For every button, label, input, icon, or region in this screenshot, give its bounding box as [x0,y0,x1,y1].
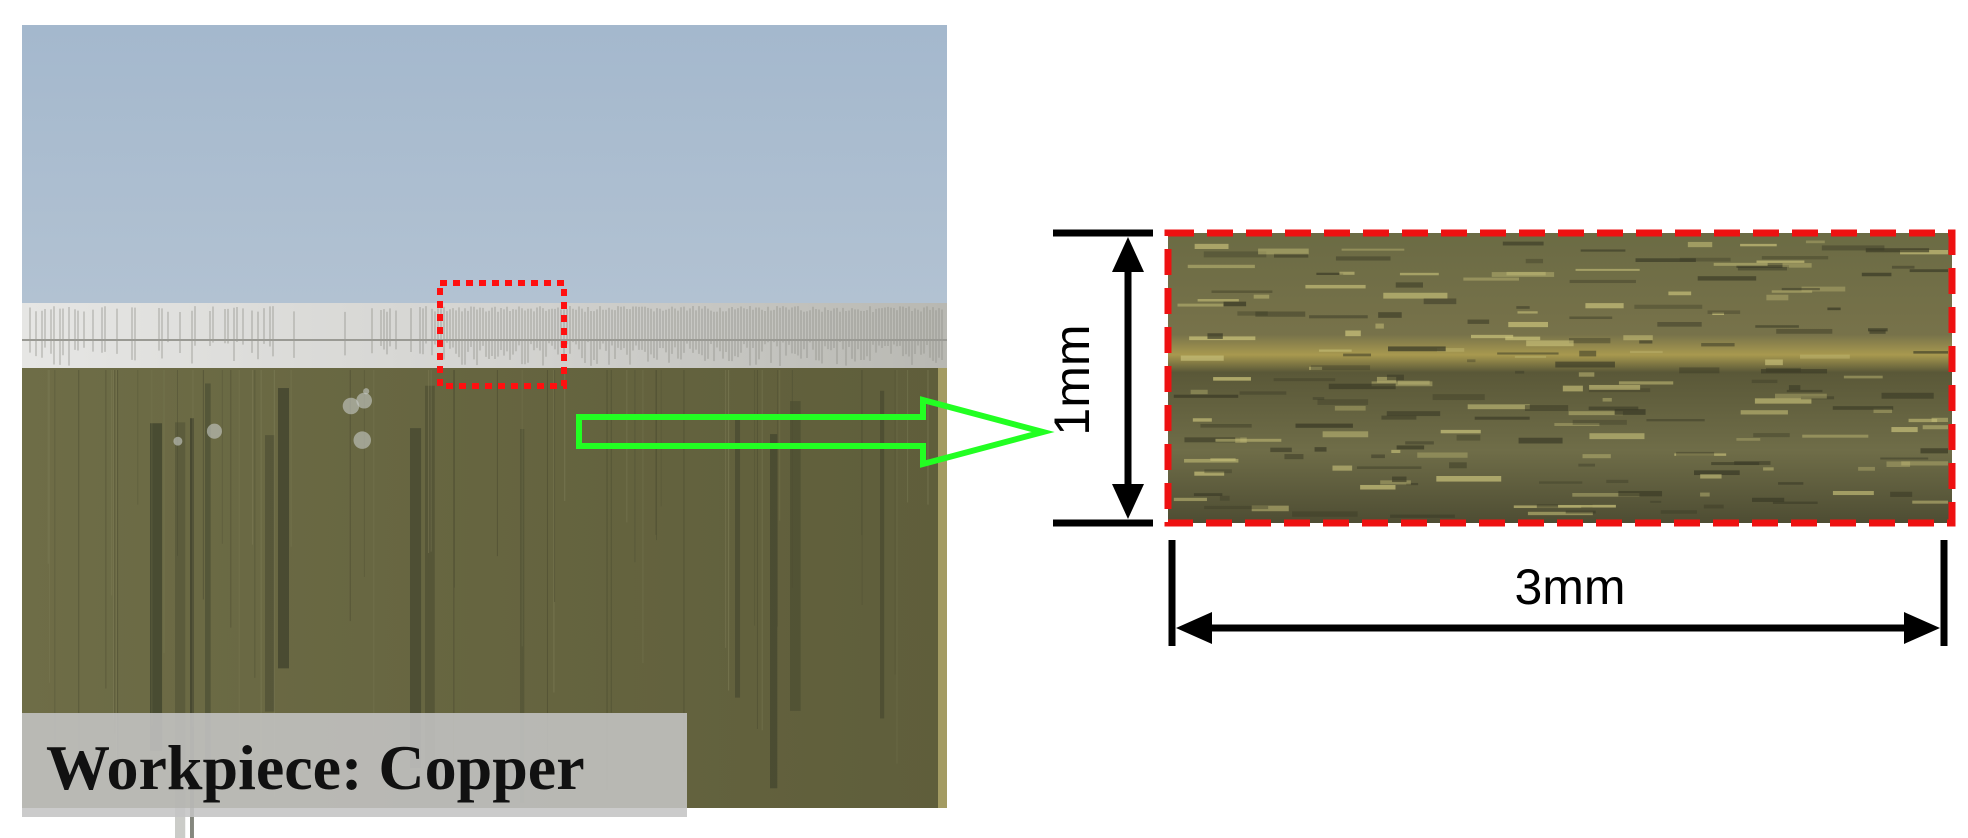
zoom-arrow [576,396,1055,468]
height-arrowhead-top [1112,237,1144,272]
width-arrowhead-right [1904,612,1940,644]
width-arrowhead-left [1176,612,1212,644]
caption-background [22,713,687,817]
region-highlight-box [437,280,567,389]
width-dimension-label: 3mm [1514,559,1626,615]
zoomed-region-border [1164,229,1956,527]
height-arrowhead-bottom [1112,484,1144,519]
zoomed-surface-image [1168,233,1952,523]
caption: Workpiece: Copper [46,732,585,803]
height-dimension-label: 1mm [1044,324,1100,436]
machined-edge [22,303,947,368]
background-sky [22,25,947,305]
